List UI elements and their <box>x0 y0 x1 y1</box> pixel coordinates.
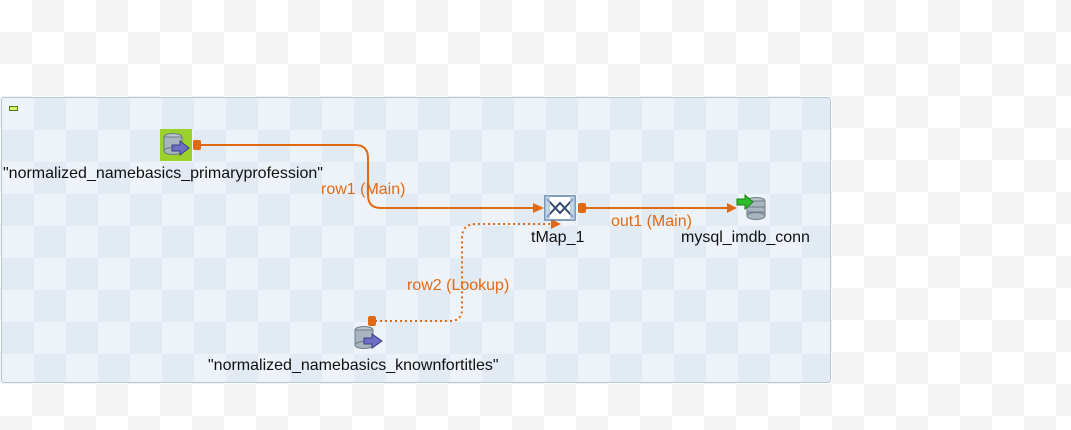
connection-label-out1[interactable]: out1 (Main) <box>611 213 692 230</box>
database-input-icon <box>354 326 383 349</box>
component-tmap[interactable] <box>544 193 576 223</box>
component-label-primaryprofession: "normalized_namebasics_primaryprofession… <box>3 165 323 182</box>
row1-target-anchor <box>533 203 544 213</box>
component-label-tmap: tMap_1 <box>531 229 585 246</box>
row1-link[interactable] <box>200 144 540 209</box>
subjob-area[interactable] <box>1 97 831 383</box>
connection-label-row1[interactable]: row1 (Main) <box>321 181 406 198</box>
out1-target-anchor <box>727 203 737 213</box>
subjob-collapse-button[interactable] <box>9 106 18 111</box>
tmap-icon <box>544 195 576 221</box>
row2-link[interactable] <box>375 223 554 322</box>
database-output-icon <box>736 193 766 220</box>
row1-source-anchor[interactable] <box>193 140 201 150</box>
row2-target-anchor <box>551 219 561 229</box>
component-output-mysql[interactable] <box>736 193 770 222</box>
database-input-icon <box>160 129 192 161</box>
row2-source-anchor[interactable] <box>368 316 376 326</box>
connection-label-row2[interactable]: row2 (Lookup) <box>407 277 510 294</box>
component-label-mysql: mysql_imdb_conn <box>681 229 810 246</box>
component-input-knownfortitles[interactable] <box>352 324 384 354</box>
out1-source-anchor[interactable] <box>578 203 586 213</box>
component-input-primaryprofession[interactable] <box>160 129 192 161</box>
component-label-knownfortitles: "normalized_namebasics_knownfortitles" <box>208 357 499 374</box>
